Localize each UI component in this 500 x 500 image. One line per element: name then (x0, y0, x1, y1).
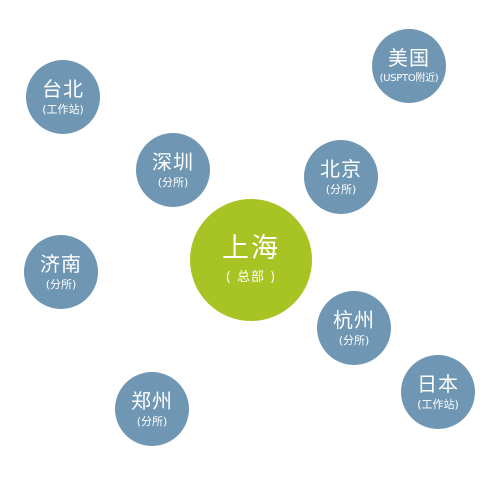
office-node-subtitle: (分所) (338, 333, 370, 347)
office-node-hangzhou[interactable]: 杭州 (分所) (317, 291, 391, 365)
hub-node-name: 上海 (222, 233, 280, 264)
office-node-subtitle: (工作站) (417, 397, 459, 411)
office-node-riben[interactable]: 日本 (工作站) (401, 355, 475, 429)
office-node-taibei[interactable]: 台北 (工作站) (26, 60, 100, 134)
office-node-subtitle: (工作站) (42, 102, 84, 116)
office-node-subtitle: (分所) (157, 175, 189, 189)
office-node-name: 杭州 (333, 307, 375, 332)
office-node-subtitle: (USPTO附近) (379, 72, 439, 84)
office-node-beijing[interactable]: 北京 (分所) (304, 140, 378, 214)
office-node-subtitle: (分所) (325, 182, 357, 196)
office-node-name: 美国 (388, 45, 430, 70)
hub-node-shanghai[interactable]: 上海 ( 总部 ) (190, 199, 312, 321)
office-node-shenzhen[interactable]: 深圳 (分所) (136, 133, 210, 207)
office-node-subtitle: (分所) (45, 277, 77, 291)
hub-node-subtitle: ( 总部 ) (225, 270, 277, 285)
office-node-name: 北京 (320, 156, 362, 181)
office-node-subtitle: (分所) (136, 414, 168, 428)
office-node-name: 深圳 (152, 149, 194, 174)
office-node-name: 台北 (42, 76, 84, 101)
office-node-meiguo[interactable]: 美国 (USPTO附近) (372, 29, 446, 103)
office-node-zhengzhou[interactable]: 郑州 (分所) (115, 372, 189, 446)
office-node-name: 日本 (417, 371, 459, 396)
office-node-jinan[interactable]: 济南 (分所) (24, 235, 98, 309)
office-node-name: 郑州 (131, 388, 173, 413)
office-node-name: 济南 (40, 251, 82, 276)
